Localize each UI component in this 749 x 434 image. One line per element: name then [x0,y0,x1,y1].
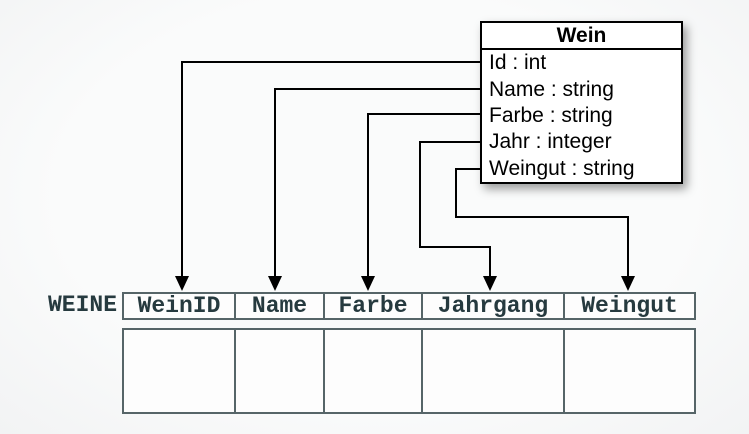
column-header-farbe: Farbe [323,292,423,320]
arrowhead-weinid [175,276,189,291]
class-attribute-jahr: Jahr : integer [489,130,612,154]
table-row [122,328,696,414]
connector-id-to-weinid [181,61,480,277]
class-attribute-id: Id : int [489,51,547,75]
class-attribute-list: Id : int Name : string Farbe : string Ja… [482,50,681,182]
table-name-label: WEINE [47,292,117,318]
connector-weingut-to-weingut [455,168,629,277]
class-title: Wein [482,23,681,50]
arrowhead-weingut [621,276,635,291]
arrowhead-name [268,276,282,291]
table-cell [234,328,325,414]
uml-class-box-wein: Wein Id : int Name : string Farbe : stri… [480,21,683,184]
table-cell [421,328,565,414]
connector-jahr-to-jahrgang [419,141,491,277]
class-attribute-farbe: Farbe : string [489,104,613,128]
table-cell [563,328,696,414]
column-header-name: Name [234,292,325,320]
table-cell [122,328,236,414]
connector-name-to-name [274,88,480,277]
connector-farbe-to-farbe [367,113,480,277]
table-header-row: WeinID Name Farbe Jahrgang Weingut [122,292,696,320]
class-attribute-name: Name : string [489,77,614,101]
relational-table-weine: WeinID Name Farbe Jahrgang Weingut [122,292,696,414]
table-cell [323,328,423,414]
column-header-jahrgang: Jahrgang [421,292,565,320]
arrowhead-farbe [361,276,375,291]
class-attribute-weingut: Weingut : string [489,156,635,180]
arrowhead-jahrgang [483,276,497,291]
column-header-weinid: WeinID [122,292,236,320]
column-header-weingut: Weingut [563,292,696,320]
